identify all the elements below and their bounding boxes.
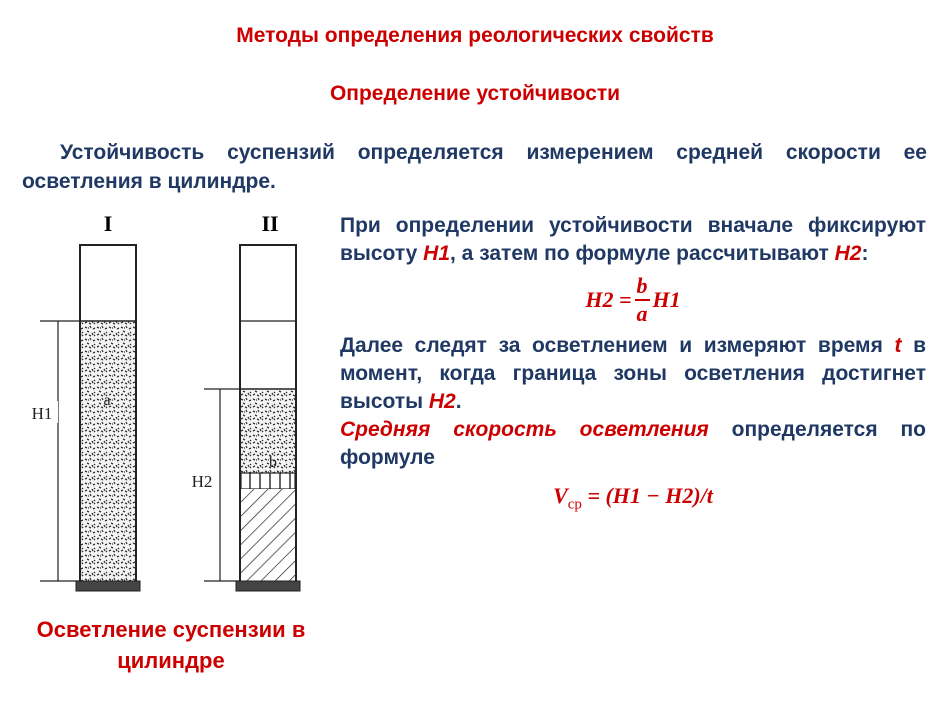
h1-highlight: H1: [423, 242, 451, 265]
slide-subtitle: Определение устойчивости: [329, 82, 621, 105]
h1-dimension-label: H1: [32, 404, 53, 423]
cylinder-figure: I a H1 II b H2: [0, 205, 340, 605]
fraction-denominator: a: [636, 301, 648, 326]
cylinder-2-base: [235, 580, 301, 592]
cylinder-1-suspension: [81, 321, 135, 585]
method-description: При определении устойчивости вначале фик…: [340, 212, 926, 518]
cylinders-diagram: I a H1 II b H2: [28, 211, 301, 592]
paragraph-measure-h1: При определении устойчивости вначале фик…: [340, 214, 926, 265]
paragraph-measure-time: Далее следят за осветлением и измеряют в…: [340, 334, 926, 413]
cylinder-1-base: [75, 580, 141, 592]
cylinder-2-suspension: [241, 389, 295, 473]
formula-h2-lhs: H2 =: [585, 287, 632, 312]
formula-h2-fraction: b a: [634, 275, 650, 326]
cylinder-2-label: II: [261, 211, 278, 236]
cylinder-2-sediment: [241, 489, 295, 583]
figure-caption: Осветление суспензии в цилиндре: [36, 617, 306, 673]
formula-h2: H2 = b a H1: [340, 274, 926, 326]
slide-title: Методы определения реологических свойств: [236, 24, 714, 47]
formula-h2-rhs: H1: [652, 287, 681, 312]
zone-b-label: b: [269, 454, 277, 471]
velocity-rhs: = (H1 − H2)/t: [581, 483, 713, 508]
time-highlight: t: [894, 334, 902, 357]
h2-dimension-label: H2: [192, 472, 213, 491]
paragraph-average-speed: Средняя скорость осветления определяется…: [340, 418, 926, 469]
intro-paragraph: Устойчивость суспензий определяется изме…: [22, 141, 927, 193]
formula-velocity: Vср = (H1 − H2)/t: [340, 482, 926, 518]
h2-target-highlight: H2: [428, 390, 456, 413]
cylinder-1-label: I: [104, 211, 113, 236]
cylinder-2-transition-zone: [240, 472, 296, 490]
velocity-symbol: V: [553, 483, 568, 508]
h2-highlight: H2: [834, 242, 862, 265]
fraction-numerator: b: [634, 275, 650, 301]
average-speed-highlight: Средняя скорость осветления: [340, 418, 709, 441]
zone-a-label: a: [103, 392, 110, 409]
velocity-subscript: ср: [567, 496, 582, 513]
